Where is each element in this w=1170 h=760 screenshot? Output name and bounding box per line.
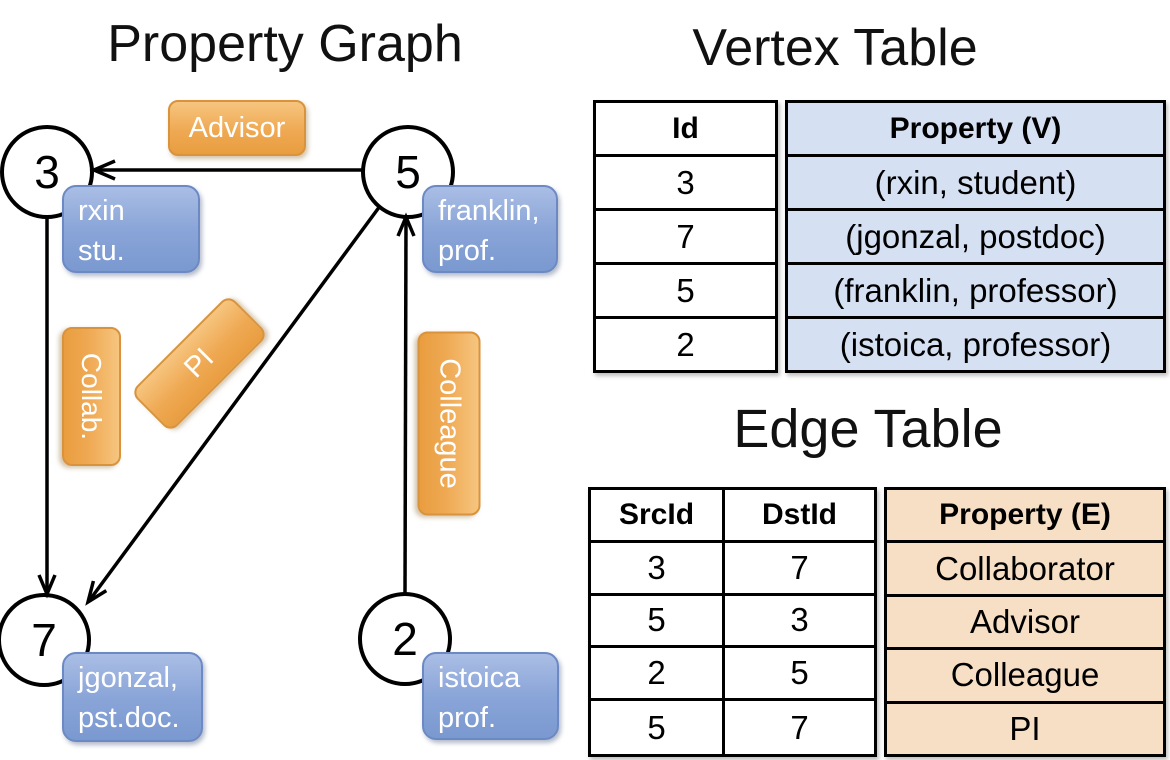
- vertex-label-7-line2: pst.doc.: [78, 702, 180, 734]
- edge-label-pi: PI: [130, 294, 269, 433]
- edge-colleague-arrowhead: [396, 212, 416, 237]
- vertex-label-5: franklin, prof.: [422, 185, 558, 273]
- table-cell: 3: [725, 596, 874, 649]
- table-cell: 5: [725, 648, 874, 702]
- edge-colleague-line: [403, 218, 408, 594]
- table-cell: (rxin, student): [788, 157, 1163, 211]
- table-cell: 2: [676, 325, 695, 363]
- table-cell: (istoica, professor): [788, 319, 1163, 370]
- vertex-label-7: jgonzal, pst.doc.: [62, 652, 203, 742]
- vertex-label-5-line2: prof.: [438, 235, 497, 267]
- vertex-label-3-line2: stu.: [78, 235, 125, 267]
- edge-table-id-columns: SrcId DstId 3 7 5 3 2 5 5 7: [588, 487, 877, 757]
- table-cell: 2: [591, 648, 725, 702]
- vertex-table-header-property: Property (V): [788, 103, 1163, 157]
- table-cell: 3: [591, 542, 725, 596]
- table-cell: 5: [596, 265, 775, 319]
- vertex-label-3-line1: rxin: [78, 195, 125, 227]
- table-cell: Advisor: [887, 596, 1163, 651]
- edge-table-property-column: Property (E) Collaborator Advisor Collea…: [884, 487, 1166, 757]
- table-cell: 7: [790, 708, 809, 746]
- node-id-5: 5: [395, 146, 421, 198]
- edge-table-header-property: Property (E): [887, 490, 1163, 544]
- table-cell: Collaborator: [887, 543, 1163, 597]
- edge-table-title: Edge Table: [733, 399, 1003, 459]
- table-cell: PI: [887, 703, 1163, 755]
- vertex-label-3: rxin stu.: [62, 185, 200, 273]
- vertex-label-2-line1: istoica: [438, 662, 521, 694]
- vertex-table-property-column: Property (V) (rxin, student) (jgonzal, p…: [785, 100, 1166, 373]
- table-cell: 5: [591, 701, 725, 754]
- edge-pi-arrowhead: [85, 580, 108, 606]
- node-id-7: 7: [31, 614, 57, 666]
- edge-table-header-srcid: SrcId: [591, 490, 725, 543]
- edge-label-colleague: Colleague: [417, 331, 481, 516]
- node-id-2: 2: [392, 613, 418, 665]
- vertex-table-title: Vertex Table: [692, 19, 978, 77]
- vertex-label-7-line1: jgonzal,: [78, 662, 178, 694]
- table-cell: (jgonzal, postdoc): [788, 211, 1163, 265]
- table-cell: 7: [725, 543, 874, 596]
- table-cell: 5: [591, 595, 725, 649]
- edge-label-collab: Collab.: [62, 327, 121, 466]
- node-id-3: 3: [34, 146, 60, 198]
- edge-table-header-dstid: DstId: [725, 490, 874, 543]
- table-cell: (franklin, professor): [788, 265, 1163, 319]
- table-cell: Colleague: [887, 650, 1163, 704]
- property-graph-title: Property Graph: [107, 15, 463, 73]
- vertex-table-id-column: Id 3 7 5 2: [593, 100, 778, 373]
- vertex-label-5-line1: franklin,: [438, 195, 540, 227]
- edge-collab-arrowhead: [37, 574, 57, 599]
- vertex-label-2-line2: prof.: [438, 702, 497, 734]
- vertex-label-2: istoica prof.: [422, 652, 559, 740]
- edge-advisor-arrowhead: [89, 159, 116, 181]
- table-cell: 3: [596, 157, 775, 211]
- table-cell: 7: [596, 211, 775, 265]
- edge-label-advisor: Advisor: [168, 100, 306, 156]
- vertex-table-header-id: Id: [596, 103, 775, 157]
